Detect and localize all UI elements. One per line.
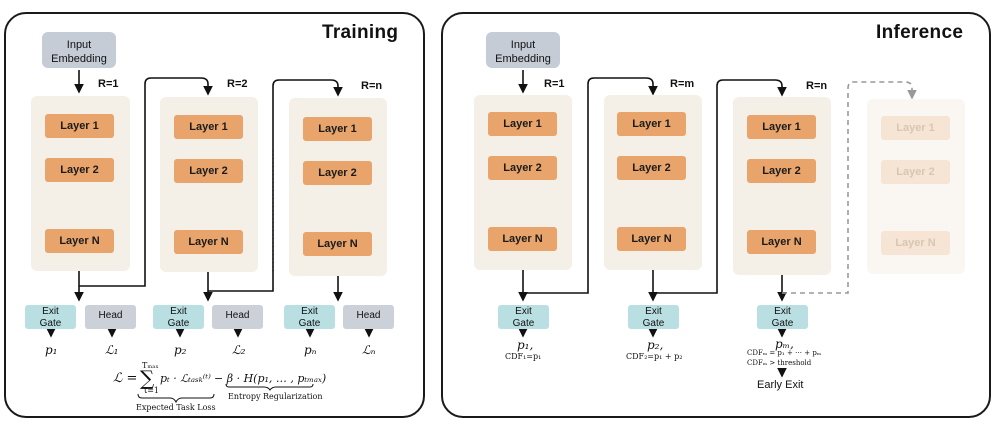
connector-t-2-n: [208, 79, 343, 292]
formula-sigma: ∑: [140, 366, 155, 390]
formula-sum-top: Tₘₐₓ: [142, 361, 159, 370]
training-r-label-n: R=n: [361, 80, 383, 92]
training-head-1: Head: [85, 305, 136, 329]
connector-i-faded: [782, 81, 917, 294]
early-exit-label: Early Exit: [757, 379, 804, 391]
inference-bn-layer-2: Layer 2: [747, 159, 816, 183]
inference-p1: p₁,: [517, 338, 534, 352]
inference-faded-layer-1: Layer 1: [881, 116, 950, 140]
training-r-label-1: R=1: [98, 78, 119, 90]
inference-r-label-m: R=m: [670, 78, 695, 90]
inference-bm-layer-n: Layer N: [617, 227, 686, 251]
formula-braces: [137, 383, 314, 404]
inference-cdfm: CDFₘ = p₁ + ⋯ + pₘ: [747, 349, 822, 357]
training-title: Training: [322, 22, 399, 43]
connector-i-1-m: [523, 77, 658, 294]
inference-bm-layer-1: Layer 1: [617, 112, 686, 136]
connector-i-m-n: [653, 79, 787, 294]
connector-t-1-2: [79, 77, 213, 287]
inference-pm: pₘ,: [775, 337, 794, 351]
inference-cdfm-threshold: CDFₘ > threshold: [747, 359, 812, 367]
training-head-2: Head: [212, 305, 263, 329]
inference-bm-layer-2: Layer 2: [617, 156, 686, 180]
inference-b1-layer-1: Layer 1: [488, 112, 557, 136]
training-p1: p₁: [45, 343, 58, 357]
inference-b1-layer-n: Layer N: [488, 227, 557, 251]
inference-r-label-n: R=n: [806, 80, 828, 92]
training-pn: pₙ: [304, 343, 317, 357]
formula-lhs: ℒ =: [113, 371, 138, 386]
formula-brace1-label: Expected Task Loss: [136, 403, 216, 412]
inference-bn-layer-1: Layer 1: [747, 115, 816, 139]
inference-cdf2: CDF₂=p₁ + p₂: [626, 352, 683, 361]
training-head-n: Head: [343, 305, 394, 329]
training-L1: ℒ₁: [105, 343, 119, 357]
formula-brace2-label: Entropy Regularization: [228, 392, 323, 401]
training-b1-layer-2: Layer 2: [45, 158, 114, 182]
training-b2-layer-n: Layer N: [174, 230, 243, 254]
training-p2: p₂: [174, 343, 187, 357]
training-b2-layer-2: Layer 2: [174, 159, 243, 183]
inference-r-label-1: R=1: [544, 78, 565, 90]
inference-p2: p₂,: [647, 338, 664, 352]
training-b1-layer-1: Layer 1: [45, 114, 114, 138]
training-Ln: ℒₙ: [362, 343, 376, 357]
training-b1-layer-n: Layer N: [45, 229, 114, 253]
formula-entropy: − β · H(p₁, … , pₜₘₐₓ): [214, 372, 327, 385]
inference-bn-layer-n: Layer N: [747, 230, 816, 254]
training-r-label-2: R=2: [227, 78, 248, 90]
formula-term: pₜ · ℒₜₐₛₖ⁽ᵗ⁾: [160, 372, 211, 385]
training-bn-layer-n: Layer N: [303, 232, 372, 256]
training-b2-layer-1: Layer 1: [174, 115, 243, 139]
formula-sum-bottom: t=1: [144, 386, 160, 395]
training-bn-layer-2: Layer 2: [303, 161, 372, 185]
training-bn-layer-1: Layer 1: [303, 117, 372, 141]
inference-faded-layer-2: Layer 2: [881, 160, 950, 184]
inference-title: Inference: [876, 22, 964, 43]
inference-faded-layer-n: Layer N: [881, 231, 950, 255]
inference-cdf1: CDF₁=p₁: [505, 352, 542, 361]
inference-b1-layer-2: Layer 2: [488, 156, 557, 180]
training-L2: ℒ₂: [232, 343, 246, 357]
